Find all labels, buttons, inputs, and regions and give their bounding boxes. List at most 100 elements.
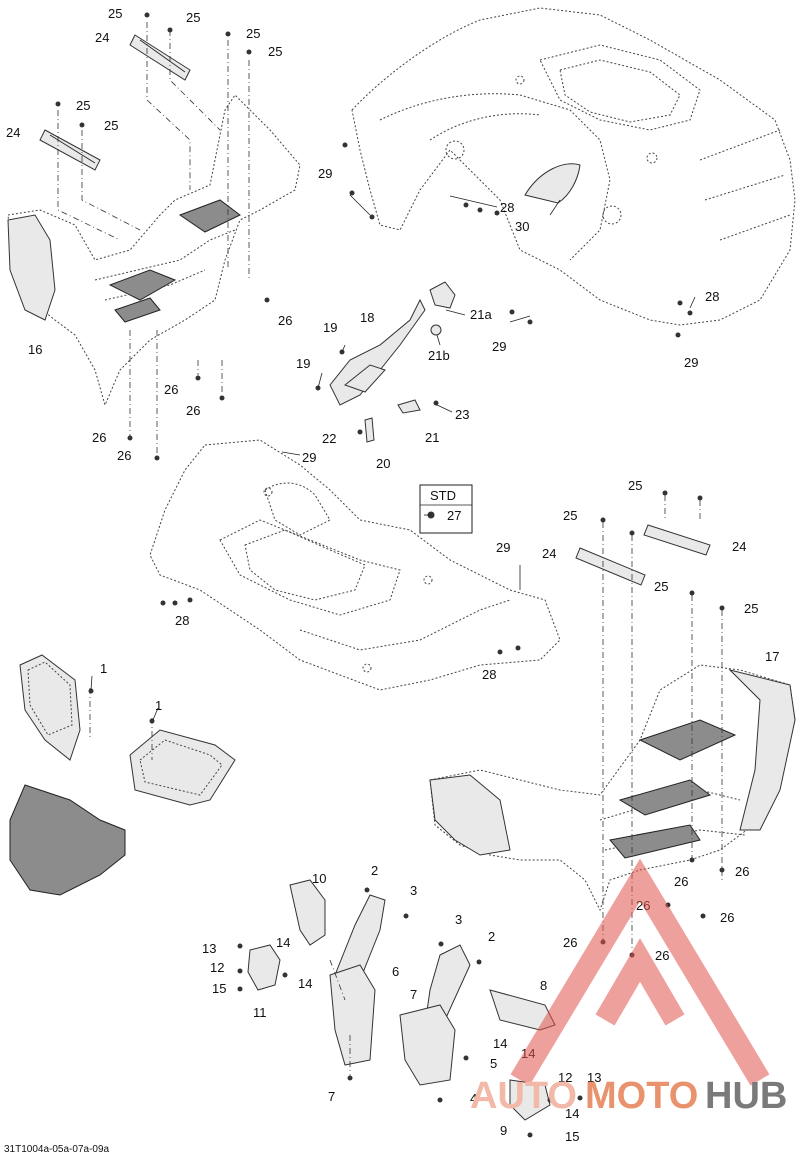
callout-9: 9 [500, 1123, 507, 1138]
callout-17: 17 [765, 649, 779, 664]
callout-21b: 21b [428, 348, 450, 363]
left-footwell-top [7, 94, 301, 407]
rear-tool-box-lid [524, 163, 581, 204]
leader-lines [90, 194, 696, 721]
callout-26: 26 [720, 910, 734, 925]
right-footwell [429, 664, 796, 912]
callout-24: 24 [95, 30, 109, 45]
callout-13: 13 [587, 1070, 601, 1085]
callout-15: 15 [565, 1129, 579, 1144]
callout-13: 13 [202, 941, 216, 956]
callout-26: 26 [674, 874, 688, 889]
callout-26: 26 [655, 948, 669, 963]
callout-27: 27 [447, 508, 461, 523]
callouts: 25 25 24 25 25 25 25 24 16 26 26 26 26 2… [6, 6, 779, 1144]
callout-14: 14 [565, 1106, 579, 1121]
callout-25: 25 [246, 26, 260, 41]
callout-2: 2 [371, 863, 378, 878]
watermark-logo: AUTO MOTO HUB [470, 858, 787, 1117]
callout-25: 25 [104, 118, 118, 133]
callout-26: 26 [117, 448, 131, 463]
callout-21: 21 [425, 430, 439, 445]
callout-29: 29 [684, 355, 698, 370]
callout-3: 3 [410, 883, 417, 898]
watermark-moto: MOTO [585, 1075, 698, 1117]
callout-1: 1 [100, 661, 107, 676]
footrest-right-lower [575, 547, 646, 586]
callout-14: 14 [276, 935, 290, 950]
callout-11: 11 [253, 1005, 267, 1020]
callout-28: 28 [482, 667, 496, 682]
callout-3: 3 [455, 912, 462, 927]
callout-10: 10 [312, 871, 326, 886]
callout-24: 24 [542, 546, 556, 561]
footrest-upper-left [39, 129, 101, 171]
callout-12: 12 [558, 1070, 572, 1085]
callout-4: 4 [470, 1091, 477, 1106]
callout-26: 26 [735, 864, 749, 879]
callout-22: 22 [322, 431, 336, 446]
callout-12: 12 [210, 960, 224, 975]
alignment-lines-top-left [57, 22, 250, 460]
callout-25: 25 [186, 10, 200, 25]
callout-24: 24 [6, 125, 20, 140]
callout-29: 29 [492, 339, 506, 354]
alignment-lines-grille [89, 688, 153, 760]
std-box [419, 484, 473, 534]
callout-1: 1 [155, 698, 162, 713]
callout-29: 29 [302, 450, 316, 465]
callout-29: 29 [318, 166, 332, 181]
callout-26: 26 [563, 935, 577, 950]
callout-25: 25 [654, 579, 668, 594]
callout-28: 28 [705, 289, 719, 304]
front-fender-body [149, 439, 561, 691]
grille-right [129, 729, 236, 806]
callout-19: 19 [323, 320, 337, 335]
callout-24: 24 [732, 539, 746, 554]
front-grille-mesh [9, 784, 126, 896]
callout-29: 29 [496, 540, 510, 555]
callout-28: 28 [500, 200, 514, 215]
footrest-upper-top [129, 34, 191, 81]
grille-left [19, 654, 81, 761]
callout-6: 6 [392, 964, 399, 979]
callout-26: 26 [278, 313, 292, 328]
callout-26: 26 [186, 403, 200, 418]
callout-25: 25 [628, 478, 642, 493]
watermark-hub: HUB [705, 1075, 787, 1117]
callout-7: 7 [328, 1089, 335, 1104]
callout-2: 2 [488, 929, 495, 944]
bracket-assembly-left [247, 879, 556, 1121]
callout-28: 28 [175, 613, 189, 628]
callout-21a: 21a [470, 307, 492, 322]
callout-25: 25 [108, 6, 122, 21]
callout-26: 26 [164, 382, 178, 397]
callout-26: 26 [92, 430, 106, 445]
std-label: STD [430, 488, 456, 503]
callout-16: 16 [28, 342, 42, 357]
callout-8: 8 [540, 978, 547, 993]
callout-30: 30 [515, 219, 529, 234]
diagram-code: 31T1004a-05a-07a-09a [4, 1144, 110, 1155]
callout-23: 23 [455, 407, 469, 422]
footrest-right-upper [643, 524, 711, 556]
callout-18: 18 [360, 310, 374, 325]
callout-15: 15 [212, 981, 226, 996]
callout-19: 19 [296, 356, 310, 371]
callout-25: 25 [563, 508, 577, 523]
callout-14: 14 [298, 976, 312, 991]
support-bracket [329, 281, 456, 443]
watermark-auto: AUTO [470, 1075, 577, 1117]
callout-25: 25 [76, 98, 90, 113]
callout-7: 7 [410, 987, 417, 1002]
callout-5: 5 [490, 1056, 497, 1071]
callout-20: 20 [376, 456, 390, 471]
rear-fender-body [351, 7, 796, 326]
callout-25: 25 [268, 44, 282, 59]
alignment-lines-brackets [329, 959, 351, 1075]
alignment-lines-right [602, 495, 723, 950]
callout-25: 25 [744, 601, 758, 616]
callout-14: 14 [493, 1036, 507, 1051]
